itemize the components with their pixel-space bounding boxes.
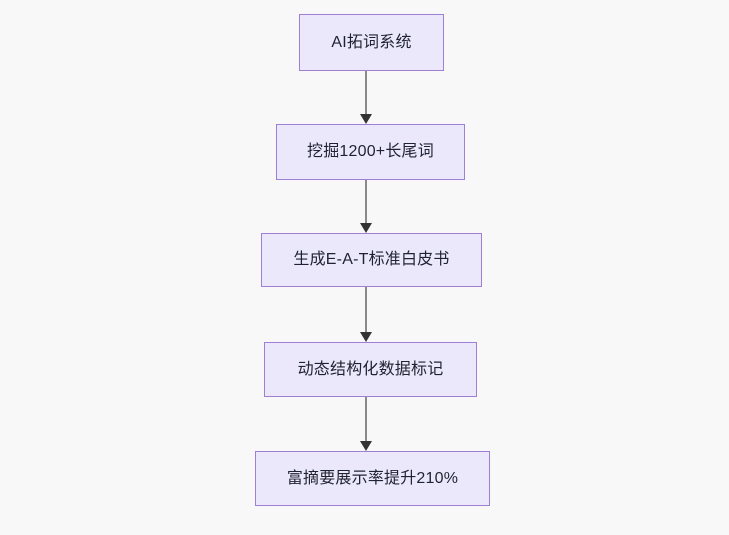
flow-node-mine-longtail-keywords[interactable]: 挖掘1200+长尾词: [276, 124, 465, 180]
connector-node4-node5: [359, 397, 373, 451]
connector-node1-node2: [359, 71, 373, 124]
flow-node-label: 挖掘1200+长尾词: [307, 143, 434, 161]
flow-node-label: 富摘要展示率提升210%: [286, 469, 459, 487]
connector-line: [365, 71, 367, 115]
arrow-head-icon: [360, 441, 372, 451]
arrow-head-icon: [360, 332, 372, 342]
flow-node-label: 生成E-A-T标准白皮书: [293, 251, 450, 269]
flow-node-dynamic-structured-data-markup[interactable]: 动态结构化数据标记: [264, 342, 477, 397]
flow-node-generate-eat-whitepaper[interactable]: 生成E-A-T标准白皮书: [261, 233, 482, 287]
connector-line: [365, 180, 367, 224]
connector-line: [365, 397, 367, 442]
flow-node-label: 动态结构化数据标记: [297, 360, 444, 378]
flow-node-label: AI拓词系统: [331, 33, 412, 51]
connector-node3-node4: [359, 287, 373, 342]
connector-node2-node3: [359, 180, 373, 233]
connector-line: [365, 287, 367, 333]
flow-node-rich-snippet-rate-increase[interactable]: 富摘要展示率提升210%: [255, 451, 490, 506]
flow-node-ai-keyword-system[interactable]: AI拓词系统: [299, 14, 444, 71]
arrow-head-icon: [360, 114, 372, 124]
arrow-head-icon: [360, 223, 372, 233]
